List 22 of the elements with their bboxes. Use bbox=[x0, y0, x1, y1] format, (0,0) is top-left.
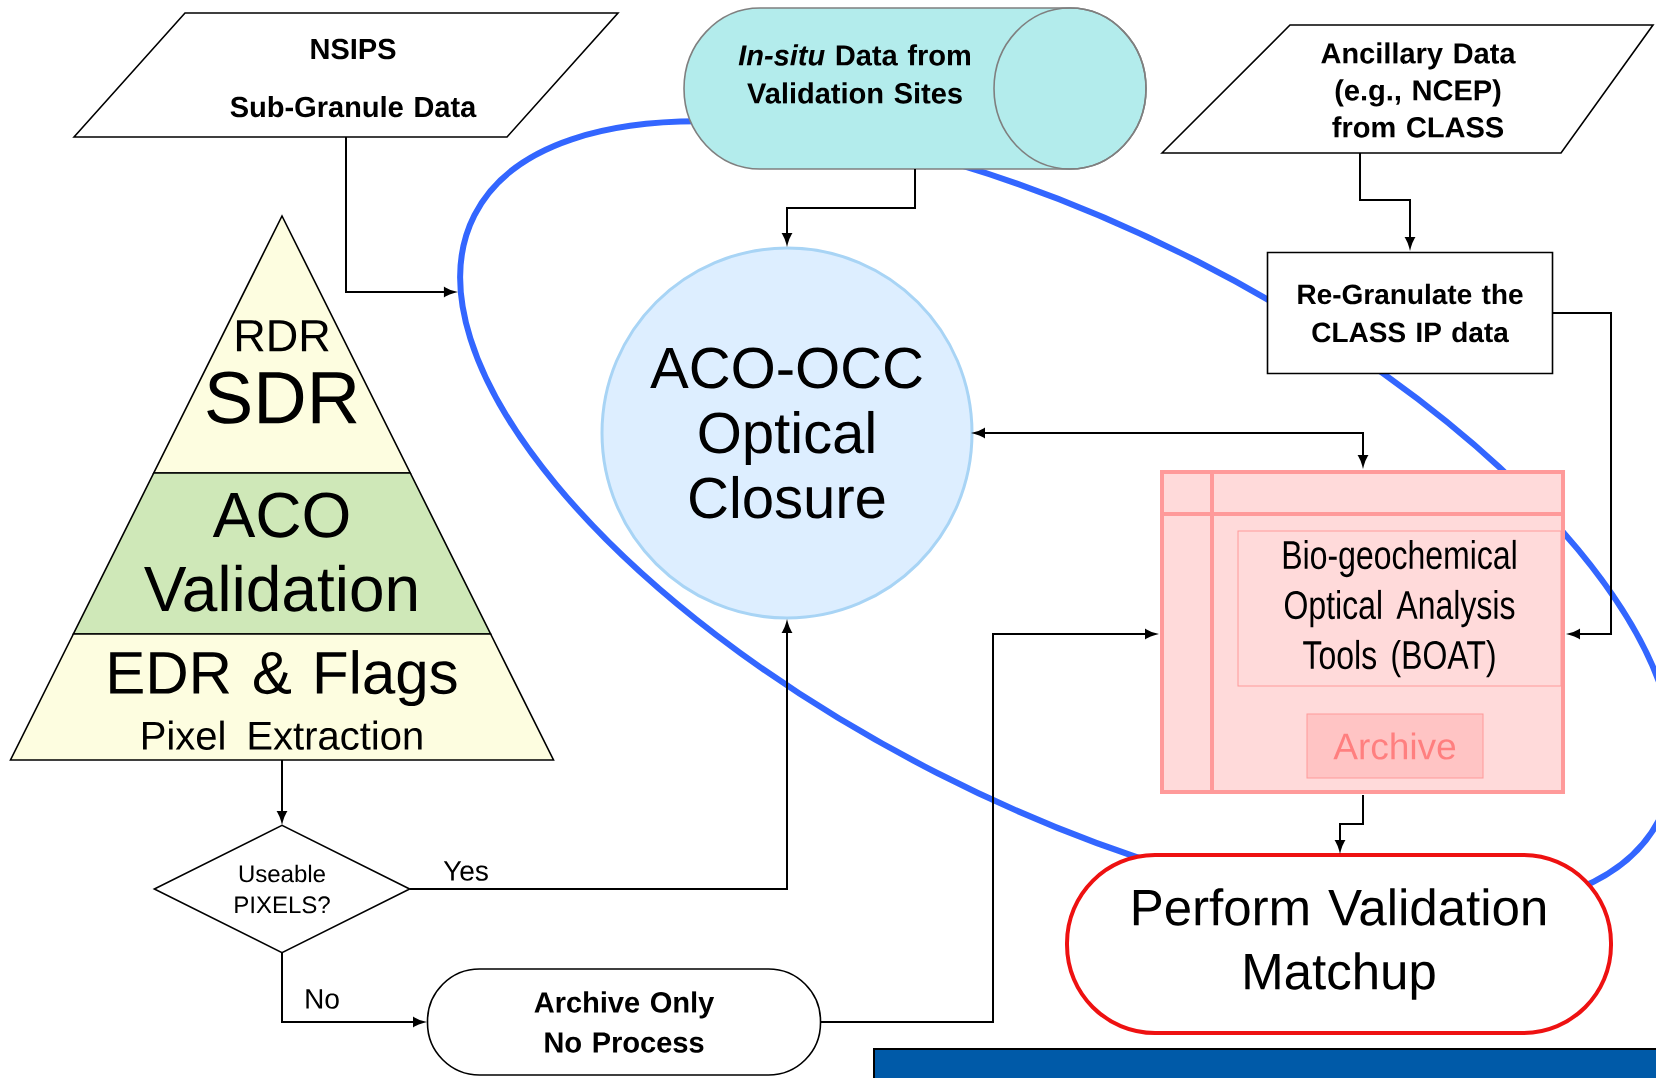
pyramid-tier: EDR & Flags Pixel Extraction bbox=[9, 633, 555, 761]
process-box: Re-Granulate the CLASS IP data bbox=[1266, 251, 1554, 375]
arrow bbox=[345, 136, 455, 297]
arrow bbox=[409, 621, 792, 890]
terminal-box: Perform Validation Matchup bbox=[1065, 853, 1613, 1035]
text-box: Bio-geochemical Optical Analysis Tools (BOAT) bbox=[1237, 530, 1562, 687]
arrow bbox=[1551, 312, 1612, 639]
terminal-box: Archive Only No Process bbox=[426, 968, 822, 1076]
arrow bbox=[782, 168, 916, 245]
data-cylinder: In-situ Data from Validation Sites bbox=[683, 7, 1147, 170]
pyramid-tier: ACO Validation bbox=[72, 472, 492, 635]
archive-box: Archive bbox=[1306, 713, 1484, 779]
arrow bbox=[820, 629, 1157, 1023]
arrow bbox=[973, 428, 1368, 467]
edge-label: Yes bbox=[441, 859, 491, 883]
node-label: Perform Validation Matchup bbox=[1133, 888, 1545, 1000]
arrow bbox=[1359, 152, 1415, 249]
window-panel bbox=[1160, 470, 1565, 794]
arrow bbox=[281, 952, 425, 1027]
edge-label: No bbox=[302, 987, 342, 1011]
arrow bbox=[277, 759, 287, 823]
arrow bbox=[1335, 794, 1364, 852]
